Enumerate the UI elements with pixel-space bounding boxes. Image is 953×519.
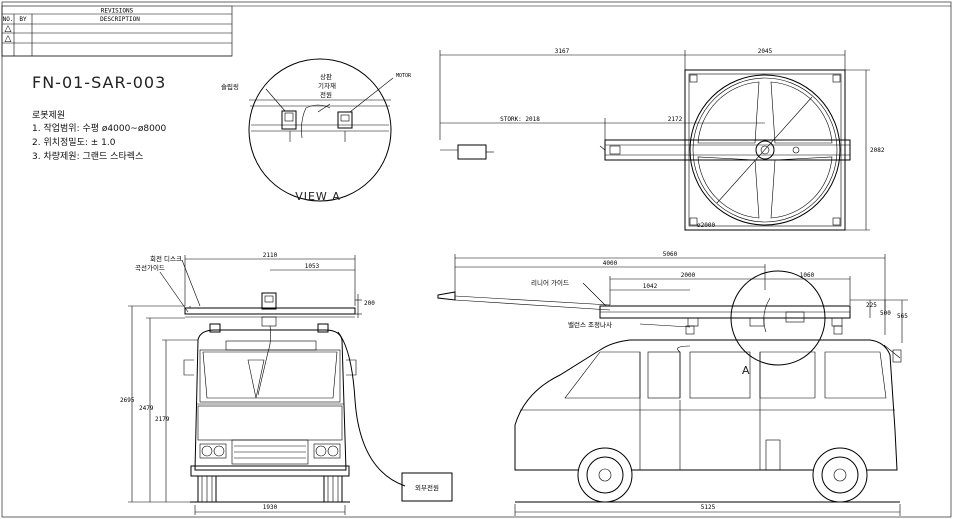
label-power: 전원 [320, 90, 332, 99]
revisions-col-desc: DESCRIPTION [100, 16, 140, 23]
drawing-number: FN-01-SAR-003 [32, 73, 166, 92]
dim-3167: 3167 [555, 48, 570, 55]
dim-2695: 2695 [120, 397, 135, 404]
dim-5060: 5060 [663, 251, 678, 258]
dim-2082: 2082 [870, 147, 885, 154]
dim-1060: 1060 [800, 272, 815, 279]
dim-225: 225 [866, 302, 877, 309]
dim-200: 200 [364, 300, 375, 307]
spec-line-1: 1. 작업범위: 수평 ø4000~ø8000 [32, 123, 167, 134]
spec-line-3: 3. 차량제원: 그랜드 스타렉스 [32, 150, 143, 162]
label-equipment: 기자재 [318, 81, 336, 90]
revisions-table: REVISIONS NO. BY DESCRIPTION △ △ [1, 5, 233, 57]
front-view: 2110 1053 200 회전 디스크 곡선가이드 [120, 252, 453, 515]
dim-stork: STORK: 2018 [500, 116, 540, 123]
side-view: 5060 4000 2000 1060 1042 리니어 가이드 밸런스 조정나… [437, 251, 908, 516]
dim-2479: 2479 [139, 405, 154, 412]
specs-heading: 로봇제원 [32, 110, 65, 121]
revisions-col-no: NO. [3, 16, 14, 23]
dim-1053: 1053 [305, 263, 320, 270]
view-a-label: VIEW A [295, 190, 341, 203]
revision-row-1-mark: △ [5, 24, 12, 34]
dim-2172: 2172 [668, 116, 683, 123]
label-top-plate: 상판 [320, 72, 332, 81]
detail-a-marker: A [742, 364, 751, 377]
dim-5125: 5125 [701, 504, 716, 511]
dim-565: 565 [897, 313, 908, 320]
spec-line-2: 2. 위치정밀도: ± 1.0 [32, 136, 116, 148]
external-power-box [401, 472, 453, 502]
label-motor: MOTOR [396, 73, 412, 79]
label-external-power: 외부전원 [415, 483, 439, 492]
dim-2045: 2045 [758, 48, 773, 55]
dim-500: 500 [880, 310, 891, 317]
label-curved-guide: 곡선가이드 [135, 263, 165, 272]
dim-1042: 1042 [643, 283, 658, 290]
detail-view-a: 슬립링 상판 기자재 전원 MOTOR VIEW A [221, 58, 412, 203]
revisions-title: REVISIONS [101, 8, 134, 15]
revision-row-2-mark: △ [5, 34, 12, 44]
top-view: 3167 2045 ø2000 STORK: 2 [439, 48, 885, 231]
dim-2000: 2000 [681, 272, 696, 279]
label-linear-guide: 리니어 가이드 [531, 278, 569, 287]
dim-4000: 4000 [603, 260, 618, 267]
dim-dia-2000: ø2000 [697, 222, 715, 229]
dim-1930: 1930 [263, 504, 278, 511]
dim-2110: 2110 [263, 252, 278, 259]
revisions-col-by: BY [19, 16, 27, 23]
dim-2179: 2179 [155, 416, 170, 423]
label-slip-ring: 슬립링 [221, 82, 239, 91]
label-balance-screw: 밸런스 조정나사 [568, 320, 612, 329]
label-rotating-disc: 회전 디스크 [150, 254, 182, 263]
